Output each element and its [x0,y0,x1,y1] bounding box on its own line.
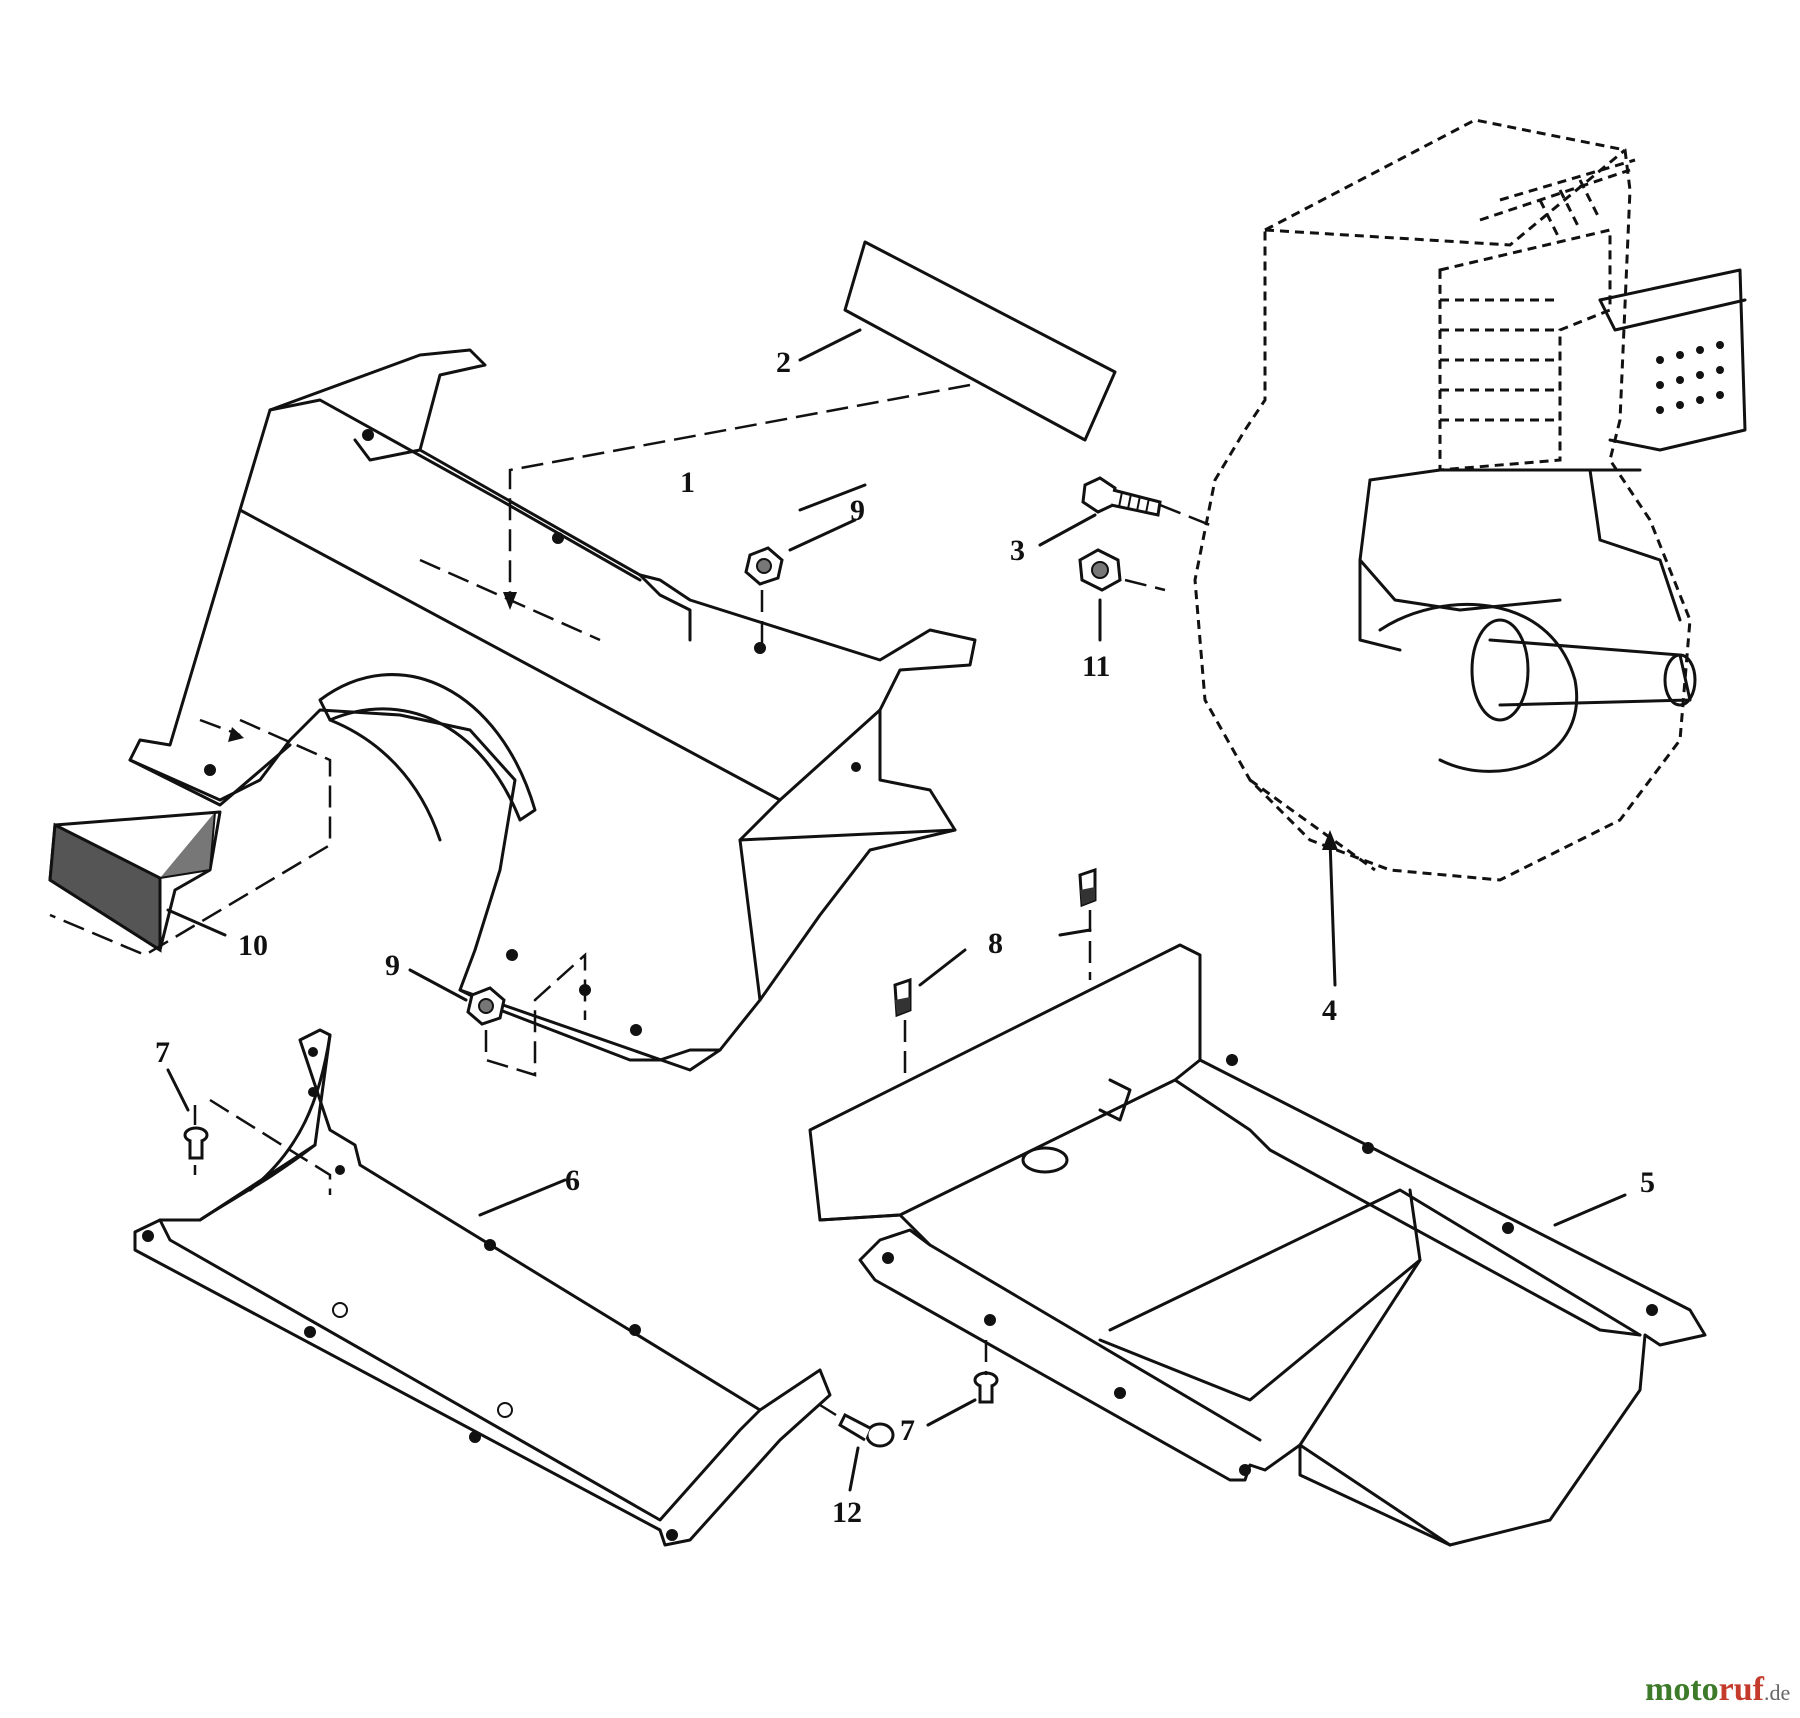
callout-6: 6 [565,1164,580,1197]
callout-9-lower: 9 [385,949,400,982]
bolt-part-3 [1081,476,1162,517]
svg-text:motoruf.de: motoruf.de [1645,1671,1790,1708]
decal-part-2 [843,240,1117,442]
callout-5: 5 [1640,1166,1655,1199]
tray-part-5 [808,943,1707,1547]
plate-part-6 [133,1028,832,1547]
callout-11: 11 [1082,650,1110,683]
clip-part-8-lower [893,977,912,1018]
screw-part-7-left [183,1126,209,1160]
engine-part-4 [1193,118,1747,882]
leader-lines [166,328,1627,1492]
callout-9-upper: 9 [850,494,865,527]
hardware [183,476,1162,1448]
shield-part-1 [128,348,977,1072]
watermark-part-1: moto [1645,1671,1719,1708]
watermark-part-3: .de [1764,1680,1790,1705]
screw-part-7-right [973,1371,999,1404]
assembly-lines [49,383,1211,1417]
clip-part-8-upper [1078,867,1097,908]
callout-7-left: 7 [155,1036,170,1069]
callout-7-right: 7 [900,1414,915,1447]
nut-part-9-lower [466,986,506,1026]
callout-4: 4 [1322,994,1337,1027]
callout-12: 12 [832,1496,862,1529]
callout-8: 8 [988,927,1003,960]
nut-part-9-upper [744,546,784,586]
bracket-part-10 [48,810,222,953]
bolt-part-12 [838,1412,895,1448]
callout-3: 3 [1010,534,1025,567]
watermark-logo: motoruf.de [1645,1671,1790,1708]
callout-10: 10 [238,929,268,962]
nut-part-11 [1078,548,1122,592]
engine-vent-holes [1656,341,1724,414]
watermark-part-2: ruf [1719,1671,1765,1708]
callout-2: 2 [776,346,791,379]
callout-1: 1 [680,466,695,499]
callouts: 1 2 3 4 5 6 7 7 8 9 9 10 11 12 [155,346,1655,1529]
